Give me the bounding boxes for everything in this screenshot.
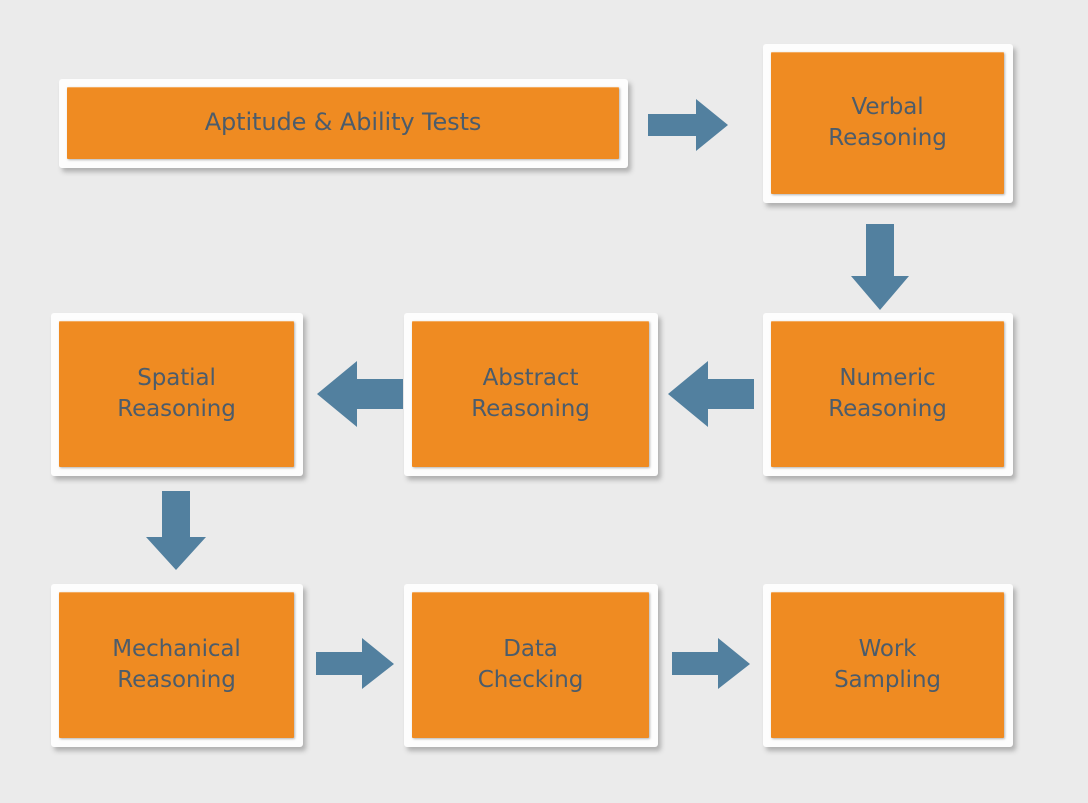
node-fill: Mechanical Reasoning [59, 592, 294, 738]
arrow-aptitude-to-verbal [648, 99, 728, 151]
arrow-left-icon [668, 361, 754, 427]
node-abstract-reasoning[interactable]: Abstract Reasoning [404, 313, 658, 476]
node-data-checking[interactable]: Data Checking [404, 584, 658, 747]
arrow-numeric-to-abstract [668, 361, 754, 427]
node-fill: Aptitude & Ability Tests [67, 87, 619, 159]
node-fill: Abstract Reasoning [412, 321, 649, 467]
arrow-data-checking-to-work-sampling [672, 638, 750, 689]
node-spatial-reasoning[interactable]: Spatial Reasoning [51, 313, 303, 476]
node-label: Abstract Reasoning [471, 365, 590, 422]
node-label: Work Sampling [834, 636, 941, 693]
node-aptitude-ability-tests[interactable]: Aptitude & Ability Tests [59, 79, 628, 168]
node-label: Spatial Reasoning [117, 365, 236, 422]
node-work-sampling[interactable]: Work Sampling [763, 584, 1013, 747]
arrow-right-icon [316, 638, 394, 689]
arrow-down-icon [146, 491, 206, 570]
node-fill: Spatial Reasoning [59, 321, 294, 467]
node-label: Verbal Reasoning [828, 94, 947, 151]
arrow-down-icon [851, 224, 909, 310]
node-label: Aptitude & Ability Tests [204, 108, 482, 137]
arrow-spatial-to-mechanical [146, 491, 206, 570]
node-numeric-reasoning[interactable]: Numeric Reasoning [763, 313, 1013, 476]
arrow-verbal-to-numeric [851, 224, 909, 310]
node-fill: Numeric Reasoning [771, 321, 1004, 467]
arrow-abstract-to-spatial [317, 361, 403, 427]
arrow-right-icon [672, 638, 750, 689]
node-label: Numeric Reasoning [828, 365, 947, 422]
arrow-left-icon [317, 361, 403, 427]
arrow-right-icon [648, 99, 728, 151]
node-label: Data Checking [477, 636, 584, 693]
node-mechanical-reasoning[interactable]: Mechanical Reasoning [51, 584, 303, 747]
node-fill: Verbal Reasoning [771, 52, 1004, 194]
arrow-mechanical-to-data-checking [316, 638, 394, 689]
node-label: Mechanical Reasoning [112, 636, 241, 693]
node-fill: Work Sampling [771, 592, 1004, 738]
node-verbal-reasoning[interactable]: Verbal Reasoning [763, 44, 1013, 203]
node-fill: Data Checking [412, 592, 649, 738]
